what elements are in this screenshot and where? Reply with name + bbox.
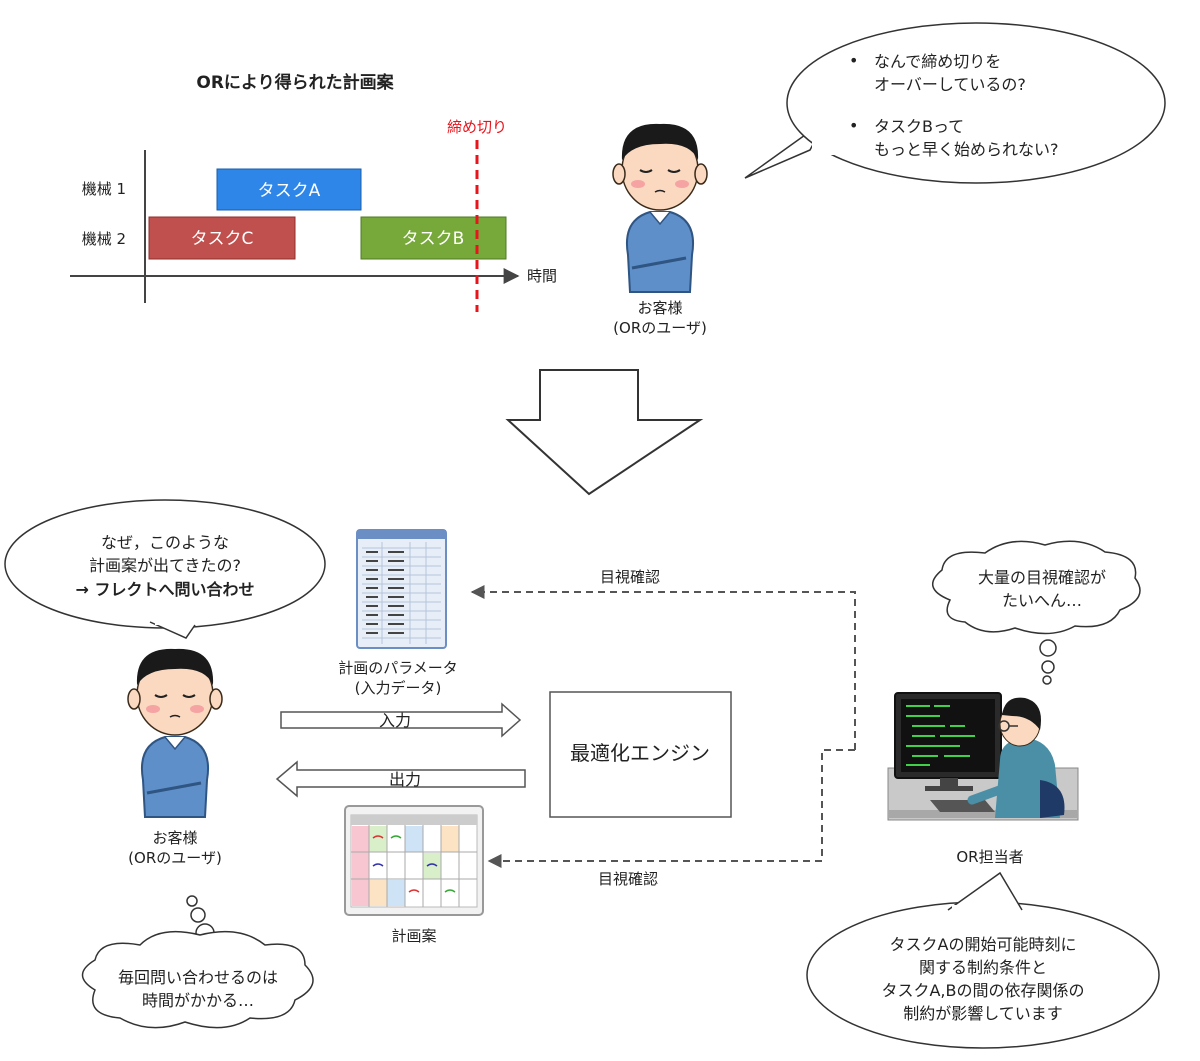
visual-check-arrow-bottom: [487, 749, 855, 868]
bubble-bottom-line1: なぜ，このような: [101, 533, 229, 552]
visual-check-label-top: 目視確認: [600, 568, 660, 586]
params-doc-label: 計画のパラメータ: [338, 659, 458, 677]
bubble-top-line1: なんで締め切りを: [874, 52, 1001, 71]
operator-thought-line2: たいへん…: [1002, 591, 1082, 610]
deadline-label: 締め切り: [447, 118, 507, 136]
machine-2-label: 機械 2: [82, 230, 126, 248]
bubble-bottom-line3: → フレクトへ問い合わせ: [76, 580, 255, 599]
time-axis-label: 時間: [527, 267, 557, 285]
optimization-engine-box: [549, 691, 732, 818]
customer-bottom-thought-bubble: 毎回問い合わせるのは 時間がかかる…: [81, 895, 314, 1029]
bubble-top-line3: タスクBって: [874, 117, 964, 136]
customer-top-sublabel: (ORのユーザ): [613, 319, 707, 337]
visual-check-arrow-top: [470, 585, 856, 750]
optimization-engine-label: 最適化エンジン: [570, 741, 710, 765]
params-doc-sublabel: (入力データ): [355, 679, 442, 697]
task-b-bar: [360, 216, 507, 260]
task-a-label: タスクA: [258, 181, 321, 201]
operator-illustration: [887, 692, 1079, 821]
operator-thought-line1: 大量の目視確認が: [978, 568, 1106, 587]
task-c-bar: [148, 216, 296, 260]
operator-bubble-line4: 制約が影響しています: [903, 1004, 1063, 1023]
customer-top: [612, 123, 708, 293]
customer-top-speech-bubble: • なんで締め切りを オーバーしているの? • タスクBって もっと早く始められ…: [744, 22, 1166, 184]
output-arrow-label: 出力: [389, 770, 421, 789]
operator-bubble-line3: タスクA,Bの間の依存関係の: [881, 981, 1084, 1000]
down-arrow: [505, 369, 704, 496]
params-document-icon: [356, 529, 447, 649]
customer-bottom-label: お客様: [152, 829, 197, 847]
bubble-bottom-line2: 計画案が出てきたの?: [89, 556, 241, 575]
customer-top-label: お客様: [637, 299, 682, 317]
svg-text:•: •: [849, 51, 858, 70]
operator-bubble-line1: タスクAの開始可能時刻に: [890, 935, 1077, 954]
svg-text:•: •: [849, 116, 858, 135]
bubble-top-line4: もっと早く始められない?: [874, 140, 1059, 159]
output-arrow: [275, 760, 526, 798]
gantt-chart: ORにより得られた計画案 締め切り 機械 1 機械 2 タスクA タスクC タス…: [70, 72, 557, 312]
customer-bottom-sublabel: (ORのユーザ): [128, 849, 222, 867]
plan-document-icon: [344, 805, 484, 916]
input-arrow-label: 入力: [379, 711, 411, 730]
thought-bottom-line1: 毎回問い合わせるのは: [118, 968, 278, 987]
operator-bubble-line2: 関する制約条件と: [919, 958, 1047, 977]
task-b-label: タスクB: [402, 229, 465, 249]
operator-thought-bubble: 大量の目視確認が たいへん…: [932, 540, 1141, 685]
visual-check-label-bottom: 目視確認: [598, 870, 658, 888]
gantt-title: ORにより得られた計画案: [196, 72, 394, 93]
task-c-label: タスクC: [191, 229, 254, 249]
customer-bottom-speech-bubble: なぜ，このような 計画案が出てきたの? → フレクトへ問い合わせ: [4, 499, 326, 639]
thought-bottom-line2: 時間がかかる…: [142, 991, 254, 1010]
machine-1-label: 機械 1: [82, 180, 126, 198]
plan-doc-label: 計画案: [391, 927, 436, 945]
operator-label: OR担当者: [956, 848, 1023, 866]
bubble-top-line2: オーバーしているの?: [874, 75, 1026, 94]
customer-bottom: [127, 648, 223, 818]
input-arrow: [280, 702, 522, 738]
task-a-bar: [216, 168, 362, 211]
operator-speech-bubble: タスクAの開始可能時刻に 関する制約条件と タスクA,Bの間の依存関係の 制約が…: [806, 871, 1160, 1049]
